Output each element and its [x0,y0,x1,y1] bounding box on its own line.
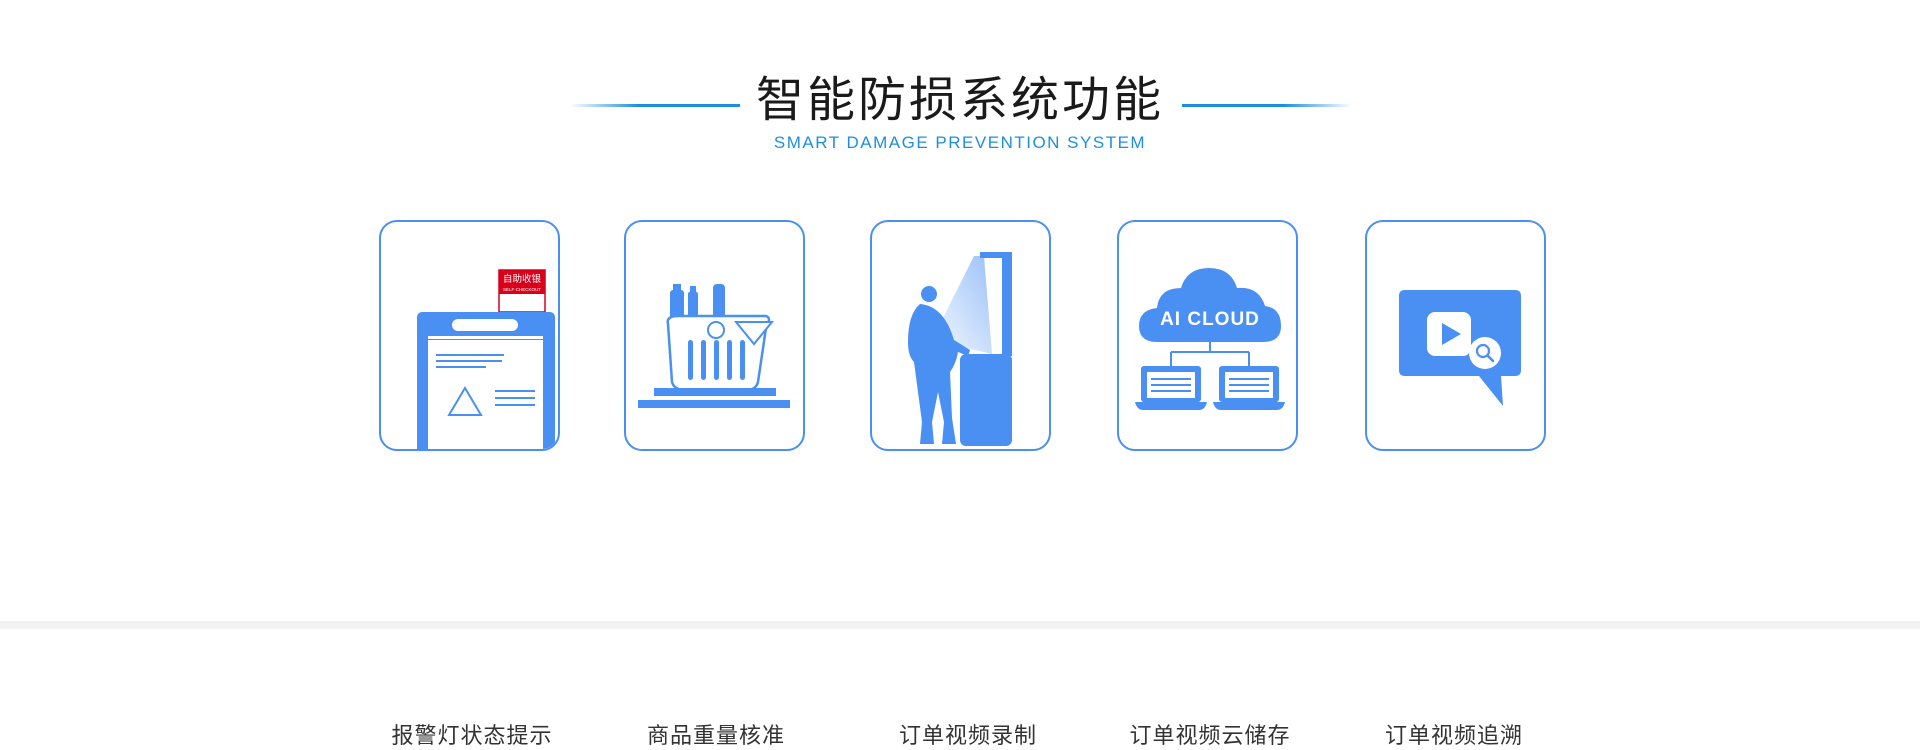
feature-label-alarm-light: 报警灯状态提示 [391,724,553,749]
badge-subtext: SELF-CHECKOUT [503,287,541,292]
ai-cloud-storage-icon: AI CLOUD [1135,268,1285,410]
cloud-label: AI CLOUD [1160,309,1260,330]
feature-card-weight-check [624,220,805,451]
video-search-chat-icon [1399,290,1521,406]
feature-card-video-trace [1365,220,1546,451]
feature-label-video-record: 订单视频录制 [898,724,1037,749]
feature-label-video-trace: 订单视频追溯 [1384,724,1523,749]
feature-card-video-record [870,220,1051,451]
page-subtitle: SMART DAMAGE PREVENTION SYSTEM [773,133,1147,152]
feature-label-cloud-storage: 订单视频云储存 [1129,724,1291,749]
footer-divider [0,621,1920,629]
page-title: 智能防损系统功能 [755,72,1164,128]
alarm-light-kiosk-icon: 自助收银 SELF-CHECKOUT [417,269,555,449]
person-kiosk-camera-icon [908,252,1012,446]
badge-text: 自助收银 [503,273,542,285]
feature-card-cloud-storage: AI CLOUD [1117,220,1298,451]
title-right-rule [1182,104,1352,107]
shopping-basket-scale-icon [638,284,790,408]
section-header: 智能防损系统功能 SMART DAMAGE PREVENTION SYSTEM [0,0,1920,170]
title-left-rule [570,104,740,107]
feature-list: 自助收银 SELF-CHECKOUT [0,220,1920,749]
feature-card-alarm-light: 自助收银 SELF-CHECKOUT [379,220,560,451]
feature-label-weight-check: 商品重量核准 [646,724,785,749]
